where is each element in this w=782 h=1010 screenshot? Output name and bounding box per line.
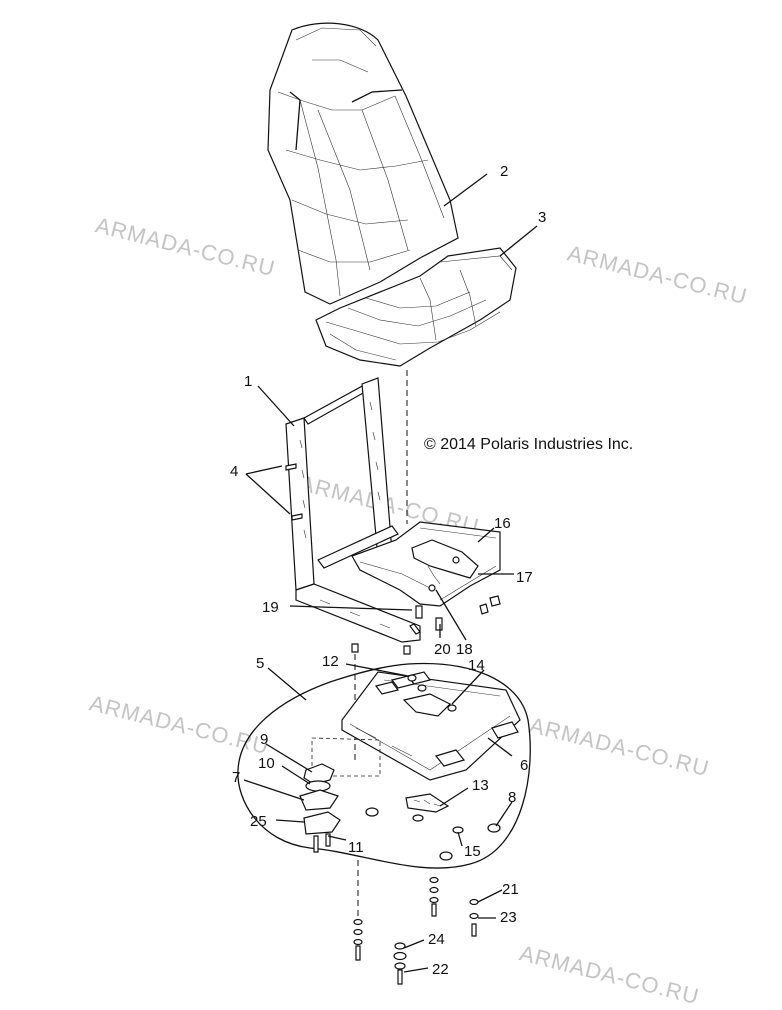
callout-14: 14 [468,657,485,674]
callout-4: 4 [230,463,238,480]
slider-rail [341,671,521,781]
callout-15: 15 [464,843,481,860]
callout-6: 6 [520,757,528,774]
latch-parts [299,763,341,853]
callout-22: 22 [432,961,449,978]
callout-24: 24 [428,931,445,948]
copyright-notice: © 2014 Polaris Industries Inc. [424,436,634,453]
callout-23: 23 [500,909,517,926]
callout-18: 18 [456,641,473,658]
callout-20: 20 [434,641,451,658]
nuts-fasteners [365,674,501,861]
callout-3: 3 [538,209,546,226]
callout-numbers: 1 2 3 4 5 6 7 8 9 10 11 12 13 14 15 16 1… [230,163,546,978]
callout-11: 11 [348,839,364,856]
bracket-13 [405,793,450,813]
callout-7: 7 [232,769,240,786]
callout-10: 10 [258,755,275,772]
seat-backrest [267,22,459,305]
seat-cushion [315,247,517,367]
callout-16: 16 [494,515,511,532]
callout-19: 19 [262,599,279,616]
callout-13: 13 [472,777,489,794]
callout-1: 1 [244,373,252,390]
callout-25: 25 [250,813,267,830]
callout-17: 17 [516,569,533,586]
callout-8: 8 [508,789,516,806]
callout-21: 21 [502,881,519,898]
mounting-plate [351,521,501,615]
guide-box [311,737,381,777]
slider-assembly-outline [237,662,531,869]
callout-2: 2 [500,163,508,180]
leader-lines [243,173,538,973]
bottom-hardware [353,876,479,985]
bolts-19-20 [351,605,443,655]
callout-5: 5 [256,655,264,672]
seat-frame [285,377,431,643]
bolts-4 [285,463,303,521]
callout-12: 12 [322,653,339,670]
callout-9: 9 [260,731,268,748]
